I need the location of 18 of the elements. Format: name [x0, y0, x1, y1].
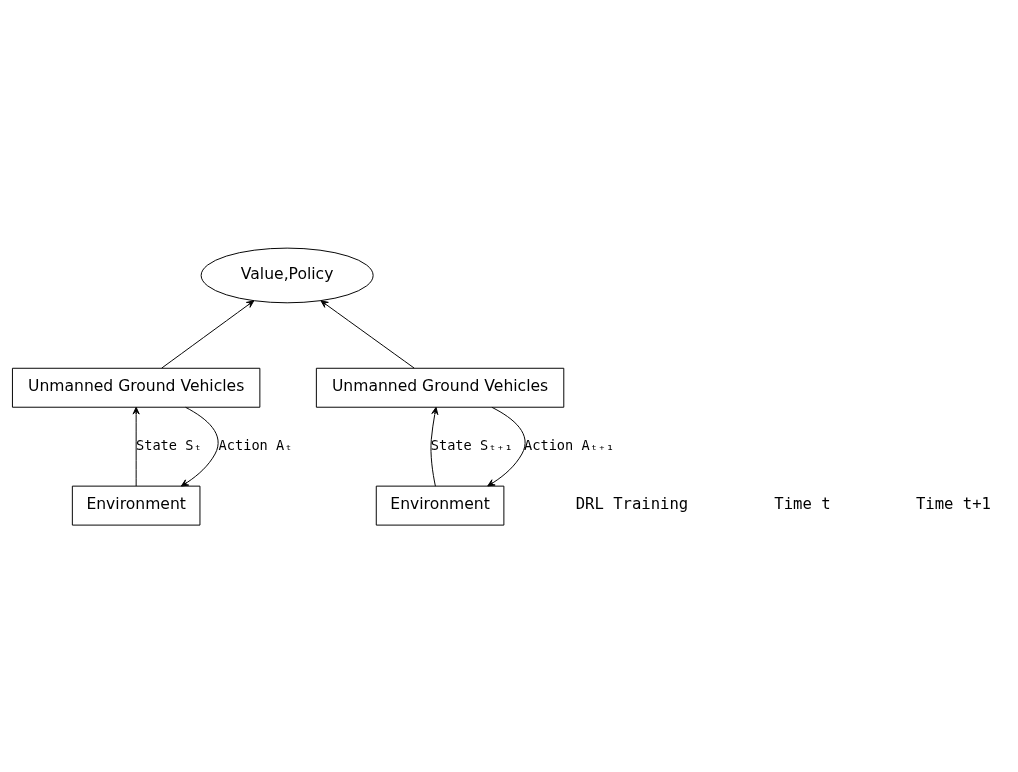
node-box: Environment	[71, 485, 201, 526]
arrow	[180, 406, 219, 487]
node-ellipse: Value,Policy	[200, 247, 374, 303]
label: Time t	[774, 494, 831, 513]
node-box: Environment	[375, 485, 505, 526]
arrow	[320, 299, 415, 369]
edge-label: Action Aₜ₊₁	[524, 436, 615, 453]
edge-label: State Sₜ	[135, 436, 202, 453]
label: Time t+1	[915, 494, 991, 513]
node-box: Unmanned Ground Vehicles	[11, 367, 261, 408]
arrow	[132, 406, 140, 486]
edge-label: State Sₜ₊₁	[430, 436, 513, 453]
label: DRL Training	[575, 494, 689, 513]
arrow	[161, 299, 255, 369]
node-box: Unmanned Ground Vehicles	[315, 367, 565, 408]
edge-label: Action Aₜ	[218, 436, 293, 453]
arrow	[487, 406, 526, 486]
arrow	[430, 406, 439, 487]
